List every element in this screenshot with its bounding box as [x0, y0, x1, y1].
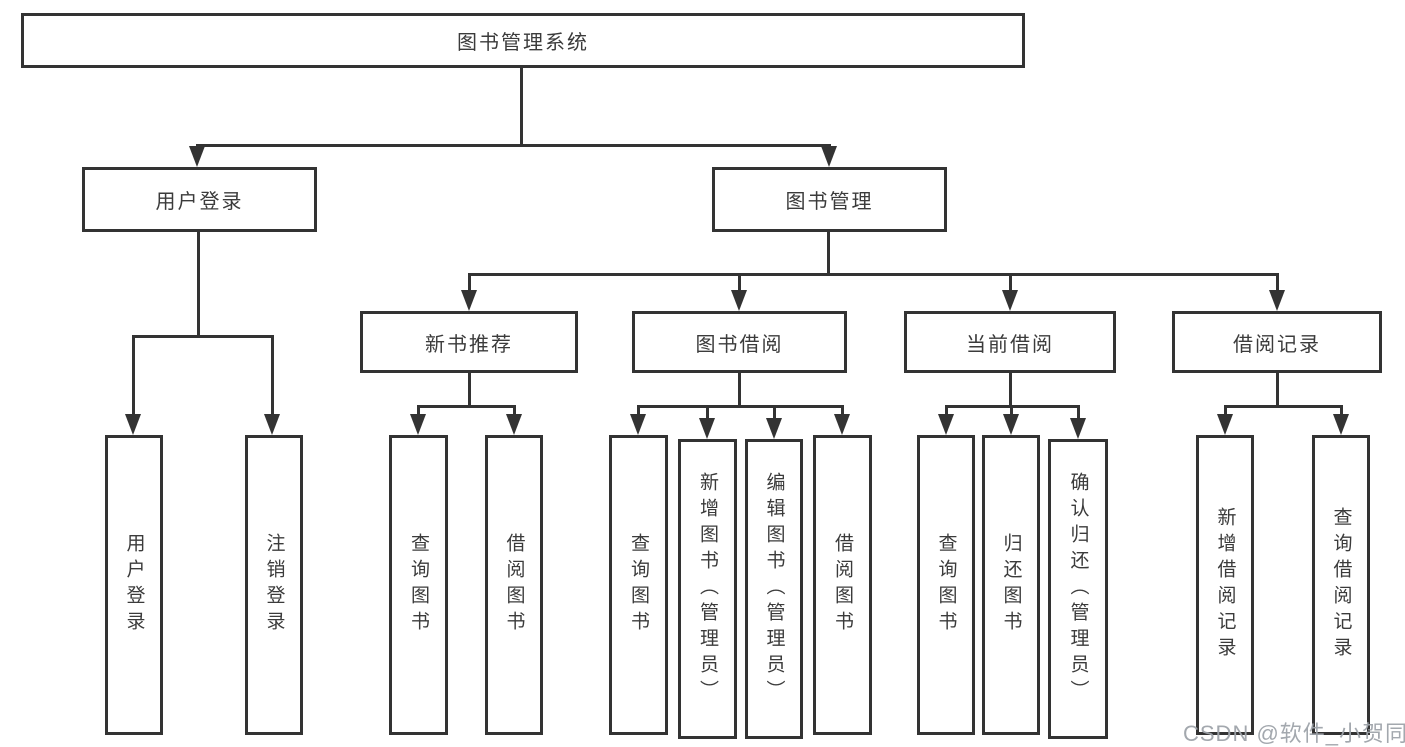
connector-stub	[468, 276, 471, 291]
connector-stub	[132, 338, 135, 416]
connector-bookmgmt-horizontal	[468, 273, 1279, 276]
arrow-down-icon	[731, 290, 747, 311]
connector-current-horizontal	[945, 405, 1080, 408]
arrow-down-icon	[1002, 290, 1018, 311]
connector-root-vertical	[520, 68, 523, 146]
arrow-down-icon	[461, 290, 477, 311]
arrow-down-icon	[1003, 414, 1019, 435]
connector-root-horizontal	[196, 144, 831, 147]
node-borrow-records: 借阅记录	[1172, 311, 1382, 373]
connector-borrow-horizontal	[637, 405, 844, 408]
node-leaf-add-books-admin: 新增图书（管理员）	[678, 439, 737, 739]
node-new-book-recommend: 新书推荐	[360, 311, 578, 373]
connector-newbook-horizontal	[417, 405, 516, 408]
connector-stub	[513, 408, 516, 416]
arrow-down-icon	[1269, 290, 1285, 311]
node-book-borrow: 图书借阅	[632, 311, 847, 373]
connector-borrow-vertical	[738, 373, 741, 407]
node-leaf-query-books-2: 查询图书	[609, 435, 668, 735]
arrow-down-icon	[630, 414, 646, 435]
arrow-down-icon	[410, 414, 426, 435]
arrow-down-icon	[766, 418, 782, 439]
node-leaf-borrow-books-1: 借阅图书	[485, 435, 543, 735]
arrow-down-icon	[125, 414, 141, 435]
node-leaf-query-books-3: 查询图书	[917, 435, 975, 735]
csdn-watermark: CSDN @软件_小贺同学	[1183, 721, 1405, 746]
connector-stub	[271, 338, 274, 416]
connector-bookmgmt-vertical	[827, 232, 830, 275]
arrow-down-icon	[264, 414, 280, 435]
connector-stub	[1224, 408, 1227, 416]
arrow-down-icon	[834, 414, 850, 435]
node-leaf-add-borrow-record: 新增借阅记录	[1196, 435, 1254, 735]
connector-stub	[1010, 408, 1013, 416]
arrow-down-icon	[1217, 414, 1233, 435]
connector-stub	[706, 408, 709, 420]
node-leaf-borrow-books-2: 借阅图书	[813, 435, 872, 735]
connector-stub	[841, 408, 844, 416]
connector-stub	[1276, 276, 1279, 291]
node-leaf-return-books: 归还图书	[982, 435, 1040, 735]
connector-stub	[945, 408, 948, 416]
connector-userlogin-vertical	[197, 232, 200, 337]
node-leaf-query-books-1: 查询图书	[389, 435, 448, 735]
node-leaf-user-login: 用户登录	[105, 435, 163, 735]
node-leaf-edit-books-admin: 编辑图书（管理员）	[745, 439, 803, 739]
node-book-management-branch: 图书管理	[712, 167, 947, 232]
arrow-down-icon	[189, 146, 205, 167]
connector-current-vertical	[1009, 373, 1012, 407]
node-leaf-query-borrow-record: 查询借阅记录	[1312, 435, 1370, 735]
arrow-down-icon	[699, 418, 715, 439]
connector-records-vertical	[1276, 373, 1279, 407]
connector-stub	[1009, 276, 1012, 291]
arrow-down-icon	[938, 414, 954, 435]
connector-stub	[417, 408, 420, 416]
node-root-system: 图书管理系统	[21, 13, 1025, 68]
connector-userlogin-horizontal	[132, 335, 274, 338]
node-leaf-confirm-return-admin: 确认归还（管理员）	[1048, 439, 1108, 739]
arrow-down-icon	[506, 414, 522, 435]
connector-stub	[1340, 408, 1343, 416]
node-user-login-branch: 用户登录	[82, 167, 317, 232]
connector-newbook-vertical	[468, 373, 471, 407]
connector-stub	[1077, 408, 1080, 420]
node-current-borrow: 当前借阅	[904, 311, 1116, 373]
arrow-down-icon	[1070, 418, 1086, 439]
arrow-down-icon	[821, 146, 837, 167]
connector-stub	[738, 276, 741, 291]
connector-stub	[773, 408, 776, 420]
connector-records-horizontal	[1224, 405, 1343, 408]
arrow-down-icon	[1333, 414, 1349, 435]
connector-stub	[637, 408, 640, 416]
node-leaf-logout: 注销登录	[245, 435, 303, 735]
